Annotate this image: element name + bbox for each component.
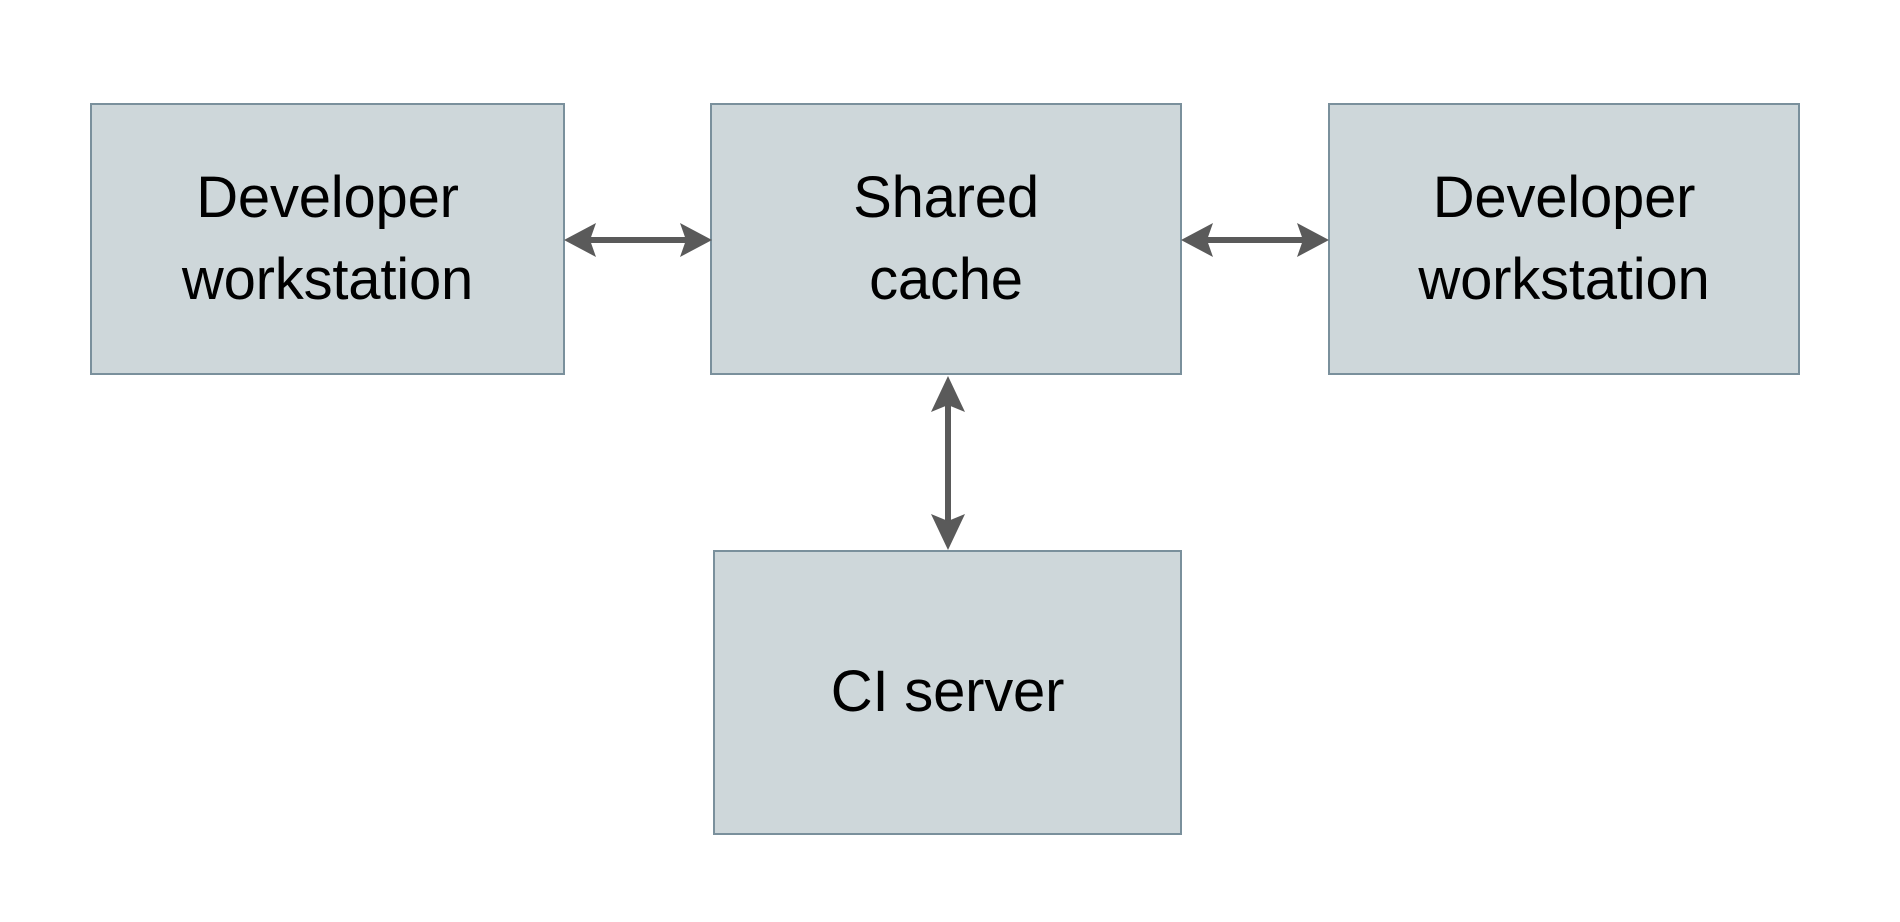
node-label: Developer workstation (1418, 164, 1710, 312)
double-arrow-icon (1181, 223, 1329, 257)
node-label: Developer workstation (181, 164, 474, 312)
node-ci-server[interactable]: CI server (713, 550, 1182, 835)
node-shared-cache[interactable]: Shared cache (710, 103, 1182, 375)
node-developer-workstation-left[interactable]: Developer workstation (90, 103, 565, 375)
edge-shared-cache-to-ci-server[interactable] (914, 374, 982, 552)
node-label: Shared cache (853, 164, 1039, 312)
double-arrow-icon (564, 223, 712, 257)
edge-left-workstation-to-shared-cache[interactable] (562, 206, 714, 274)
double-arrow-icon (931, 376, 965, 550)
edge-shared-cache-to-right-workstation[interactable] (1179, 206, 1331, 274)
node-developer-workstation-right[interactable]: Developer workstation (1328, 103, 1800, 375)
node-label: CI server (830, 659, 1065, 725)
